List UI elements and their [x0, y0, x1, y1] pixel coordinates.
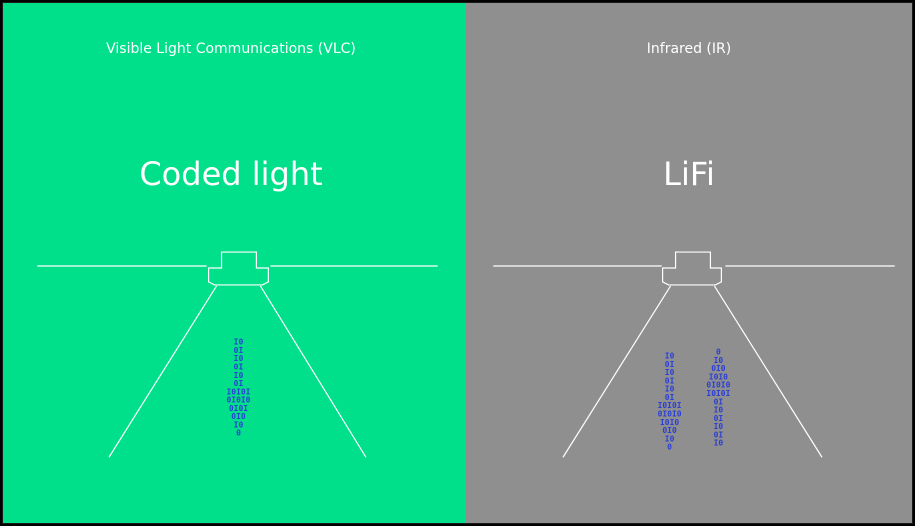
uplink-bits-row: I0	[714, 406, 724, 415]
downlink-bits-row: 0I	[234, 346, 244, 355]
downlink-bits-row: 0I	[665, 360, 675, 369]
lamp-fixture-icon	[207, 251, 269, 286]
downlink-bits-row: I0I0I	[227, 387, 251, 396]
downlink-bits-row: 0I	[234, 362, 244, 371]
uplink-bits-row: 0I	[714, 414, 724, 423]
downlink-bits-row: 0I	[665, 376, 675, 385]
light-cone-left-edge	[562, 285, 672, 458]
vlc-subtitle: Visible Light Communications (VLC)	[106, 41, 356, 57]
light-cone-left-edge	[108, 285, 218, 458]
downlink-bits-row: I0	[234, 354, 244, 363]
downlink-bits-row: I0	[665, 385, 675, 394]
downlink-bits-row: I0	[234, 338, 244, 347]
downlink-bits-row: I0I0	[660, 418, 679, 427]
downlink-bits-row: 0I0	[662, 426, 677, 435]
light-cone-right-edge	[713, 285, 823, 458]
downlink-bits-row: I0I0I	[658, 401, 682, 410]
light-cone-right-edge	[259, 285, 367, 458]
lamp-fixture-icon	[661, 251, 722, 286]
downlink-bits-row: I0	[665, 434, 675, 443]
downlink-bits-row: 0I0I0	[227, 396, 251, 405]
uplink-bits-row: I0I0I	[706, 389, 730, 398]
downlink-bits-row: 0	[236, 429, 241, 438]
downlink-bits-row: 0I	[665, 393, 675, 402]
downlink-bits-row: I0	[234, 371, 244, 380]
downlink-bits-row: 0	[667, 443, 672, 452]
uplink-bits-row: 0I0	[711, 364, 726, 373]
downlink-bits-row: 0I0	[231, 412, 246, 421]
vlc-panel: Visible Light Communications (VLC) Coded…	[3, 3, 466, 523]
ir-subtitle: Infrared (IR)	[646, 41, 732, 57]
uplink-bits-row: 0I	[714, 397, 724, 406]
ir-title: LiFi	[663, 155, 715, 193]
downlink-bits-row: 0I	[234, 379, 244, 388]
uplink-bits-row: 0I	[714, 430, 724, 439]
downlink-bits-row: I0	[665, 352, 675, 361]
uplink-bits-row: 0	[716, 348, 721, 357]
downlink-bits-row: 0I0I0	[658, 410, 682, 419]
uplink-bits-row: I0	[714, 356, 724, 365]
uplink-bits-row: I0I0	[709, 372, 728, 381]
vlc-title: Coded light	[139, 155, 323, 193]
uplink-bits-row: 0I0I0	[706, 381, 730, 390]
downlink-bits-row: 0I0I	[229, 404, 248, 413]
downlink-bits-row: I0	[665, 368, 675, 377]
uplink-bits-row: I0	[714, 439, 724, 448]
downlink-bits-row: I0	[234, 420, 244, 429]
uplink-bits-row: I0	[714, 422, 724, 431]
